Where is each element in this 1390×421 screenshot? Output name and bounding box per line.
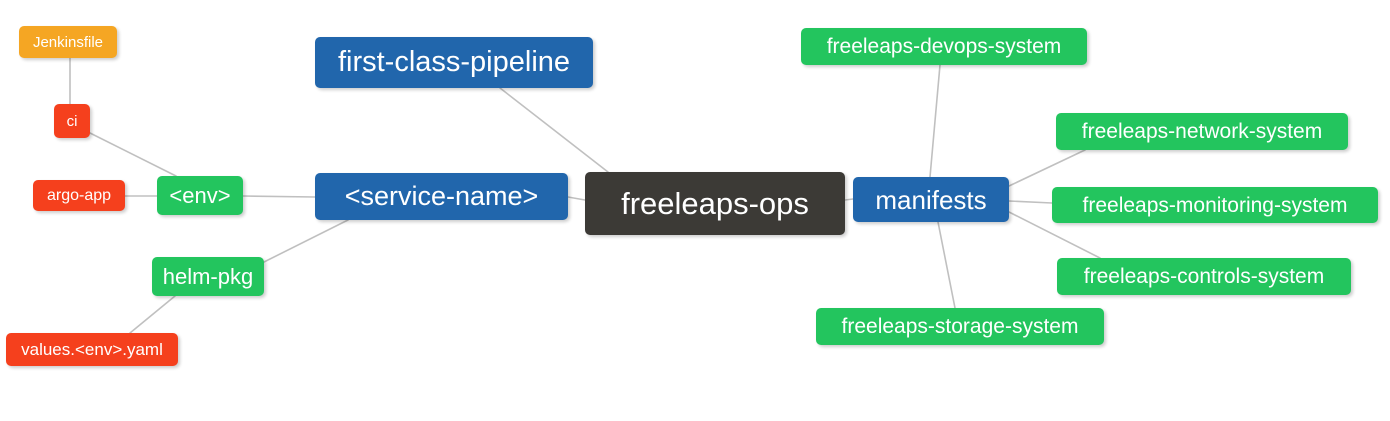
edge-env-to-ci: [89, 132, 177, 177]
node-network-system[interactable]: freeleaps-network-system: [1056, 113, 1348, 150]
node-ci[interactable]: ci: [54, 104, 90, 138]
edge-manifests-to-network-system: [1008, 149, 1086, 187]
node-storage-system[interactable]: freeleaps-storage-system: [816, 308, 1104, 345]
node-argo-app[interactable]: argo-app: [33, 180, 125, 211]
node-env[interactable]: <env>: [157, 176, 243, 215]
node-devops-system[interactable]: freeleaps-devops-system: [801, 28, 1087, 65]
node-controls-system[interactable]: freeleaps-controls-system: [1057, 258, 1351, 295]
node-helm-pkg[interactable]: helm-pkg: [152, 257, 264, 296]
node-monitoring-system[interactable]: freeleaps-monitoring-system: [1052, 187, 1378, 223]
edge-freeleaps-ops-to-first-class-pipeline: [499, 87, 609, 173]
node-freeleaps-ops[interactable]: freeleaps-ops: [585, 172, 845, 235]
node-jenkinsfile[interactable]: Jenkinsfile: [19, 26, 117, 58]
edge-manifests-to-devops-system: [929, 64, 941, 178]
node-first-class-pipeline[interactable]: first-class-pipeline: [315, 37, 593, 88]
edge-manifests-to-monitoring-system: [1008, 200, 1053, 204]
edge-manifests-to-storage-system: [937, 221, 956, 309]
edge-helm-pkg-to-values-yaml: [129, 295, 176, 334]
node-service-name[interactable]: <service-name>: [315, 173, 568, 220]
edge-freeleaps-ops-to-manifests: [844, 198, 854, 201]
node-manifests[interactable]: manifests: [853, 177, 1009, 222]
edge-service-name-to-helm-pkg: [263, 219, 349, 263]
node-values-yaml[interactable]: values.<env>.yaml: [6, 333, 178, 366]
edge-freeleaps-ops-to-service-name: [567, 196, 586, 201]
edge-service-name-to-env: [242, 195, 316, 198]
